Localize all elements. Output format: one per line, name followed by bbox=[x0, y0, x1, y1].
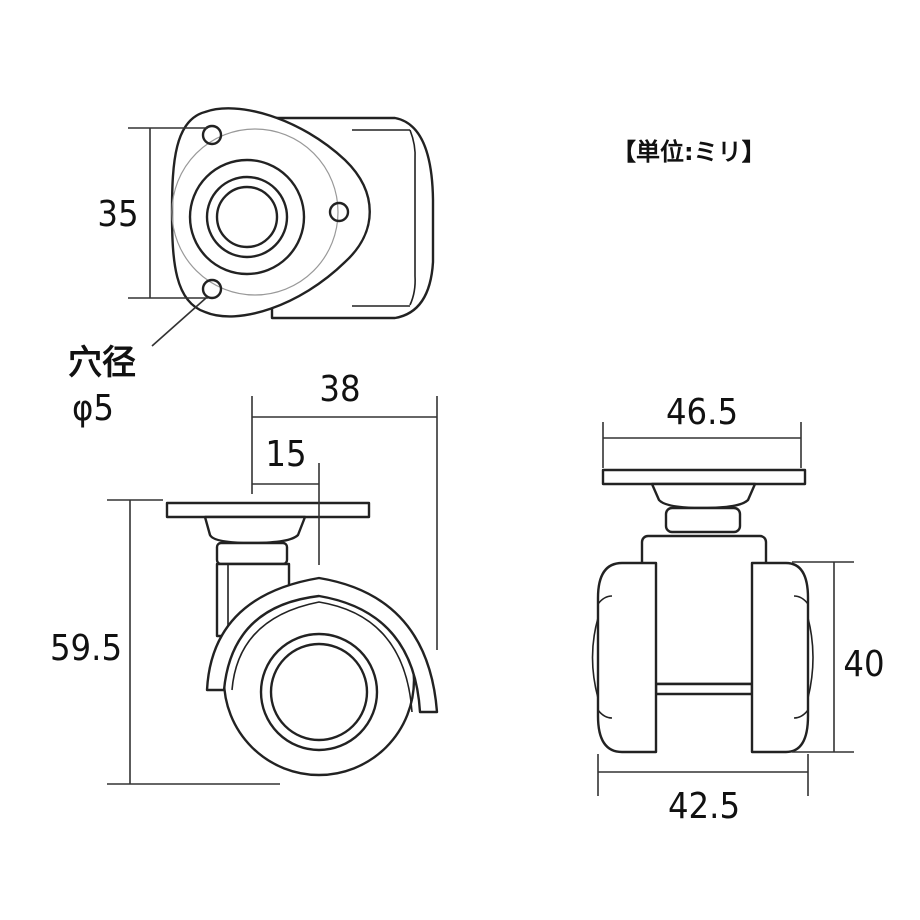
dimension-40: 40 bbox=[792, 561, 885, 753]
unit-note: 【単位:ミリ】 bbox=[612, 138, 766, 166]
side-view bbox=[165, 501, 439, 777]
dimension-46-5: 46.5 bbox=[602, 392, 802, 468]
dimension-35: 35 bbox=[97, 127, 208, 299]
hole-label-line2: φ5 bbox=[72, 388, 114, 429]
top-view bbox=[170, 107, 435, 320]
dimension-15-label: 15 bbox=[265, 434, 306, 475]
dimension-46-5-label: 46.5 bbox=[666, 392, 738, 433]
dimension-40-label: 40 bbox=[843, 644, 884, 685]
dimension-42-5-label: 42.5 bbox=[668, 786, 740, 827]
hole-callout: 穴径 φ5 bbox=[68, 297, 207, 429]
hole-label-line1: 穴径 bbox=[68, 343, 136, 383]
dimension-38-label: 38 bbox=[319, 369, 360, 410]
dimension-42-5: 42.5 bbox=[597, 754, 809, 827]
front-view bbox=[591, 468, 814, 754]
dimension-59-5-label: 59.5 bbox=[50, 628, 122, 669]
dimension-35-label: 35 bbox=[97, 194, 138, 235]
dimension-15: 15 bbox=[252, 434, 320, 565]
dimension-59-5: 59.5 bbox=[50, 499, 280, 785]
dimension-38: 38 bbox=[251, 369, 438, 650]
